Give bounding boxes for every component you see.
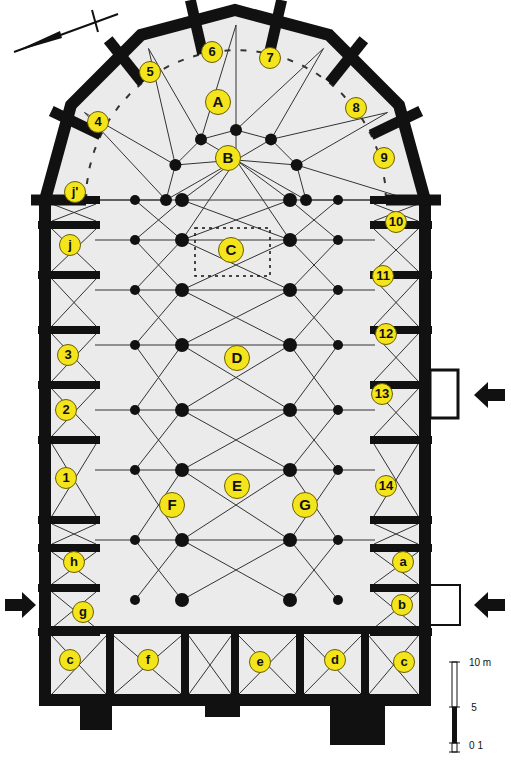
callout-number: A	[205, 89, 231, 115]
callout-number: h	[63, 551, 85, 573]
callout-number: 8	[345, 97, 367, 119]
callout-number: b	[391, 594, 413, 616]
vault-ribs	[52, 25, 418, 694]
porch	[430, 585, 460, 625]
callout-number: 13	[371, 383, 393, 405]
north-arrow	[92, 10, 98, 32]
callout-number: a	[392, 551, 414, 573]
callout-number: j'	[64, 181, 86, 203]
callout-number: e	[249, 651, 271, 673]
callout-number: 2	[55, 399, 77, 421]
callout-number: F	[159, 492, 185, 518]
callout-number: 10	[385, 211, 407, 233]
callout-number: B	[215, 145, 241, 171]
callout-number: 14	[375, 475, 397, 497]
dotted-square	[195, 228, 270, 276]
callout-number: 4	[87, 111, 109, 133]
callout-number: E	[224, 473, 250, 499]
callout-number: f	[137, 649, 159, 671]
callout-number: 3	[57, 344, 79, 366]
entrance-arrow	[5, 592, 36, 618]
north-arrow	[14, 14, 118, 52]
callout-number: 12	[375, 323, 397, 345]
callout-number: c	[59, 649, 81, 671]
callout-number: 5	[139, 61, 161, 83]
callout-number: j	[59, 234, 81, 256]
callout-number: d	[324, 649, 346, 671]
tower-base	[330, 695, 385, 745]
walls	[31, 0, 441, 700]
porch	[430, 370, 458, 418]
callout-number: 11	[372, 265, 394, 287]
columns	[130, 124, 343, 607]
callout-number: C	[218, 237, 244, 263]
callout-number: 6	[201, 41, 223, 63]
scale-bar	[449, 662, 460, 752]
callout-number: 7	[259, 47, 281, 69]
entrance-arrow	[474, 592, 505, 618]
church-interior	[45, 10, 425, 700]
tower-base	[80, 695, 112, 730]
callout-number: g	[72, 601, 94, 623]
porch-base	[205, 695, 240, 717]
scale-label: 5	[469, 702, 479, 713]
callout-number: 9	[373, 147, 395, 169]
entrance-arrow	[474, 382, 505, 408]
scale-label: 10 m	[467, 657, 493, 668]
callout-number: 1	[55, 467, 77, 489]
callout-number: G	[292, 492, 318, 518]
north-arrow	[14, 31, 62, 52]
callout-number: c	[393, 651, 415, 673]
scale-label: 0 1	[467, 740, 485, 751]
callout-number: D	[224, 345, 250, 371]
